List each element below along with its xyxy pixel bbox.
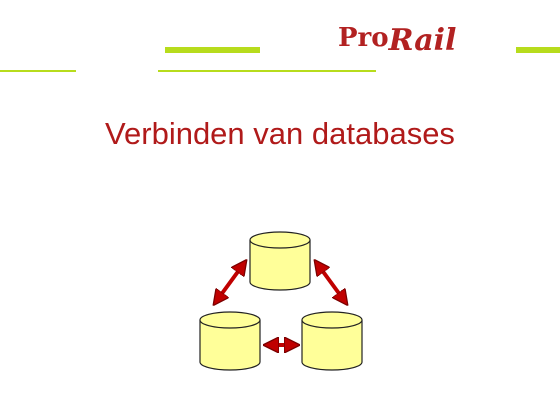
arrow-top-to-right [316,262,346,303]
database-bottom-right [301,311,363,371]
prorail-logo: ProRail [338,22,456,56]
slide-title: Verbinden van databases [105,116,455,151]
decor-bar-1 [165,47,260,53]
decor-bar-2 [516,47,560,53]
database-top [249,231,311,291]
logo-text-rail: Rail [388,23,457,58]
logo-text-pro: Pro [338,23,389,53]
arrow-top-to-left [215,262,245,303]
decor-line-left [0,70,76,72]
database-bottom-left [199,311,261,371]
decor-line-middle [158,70,376,72]
